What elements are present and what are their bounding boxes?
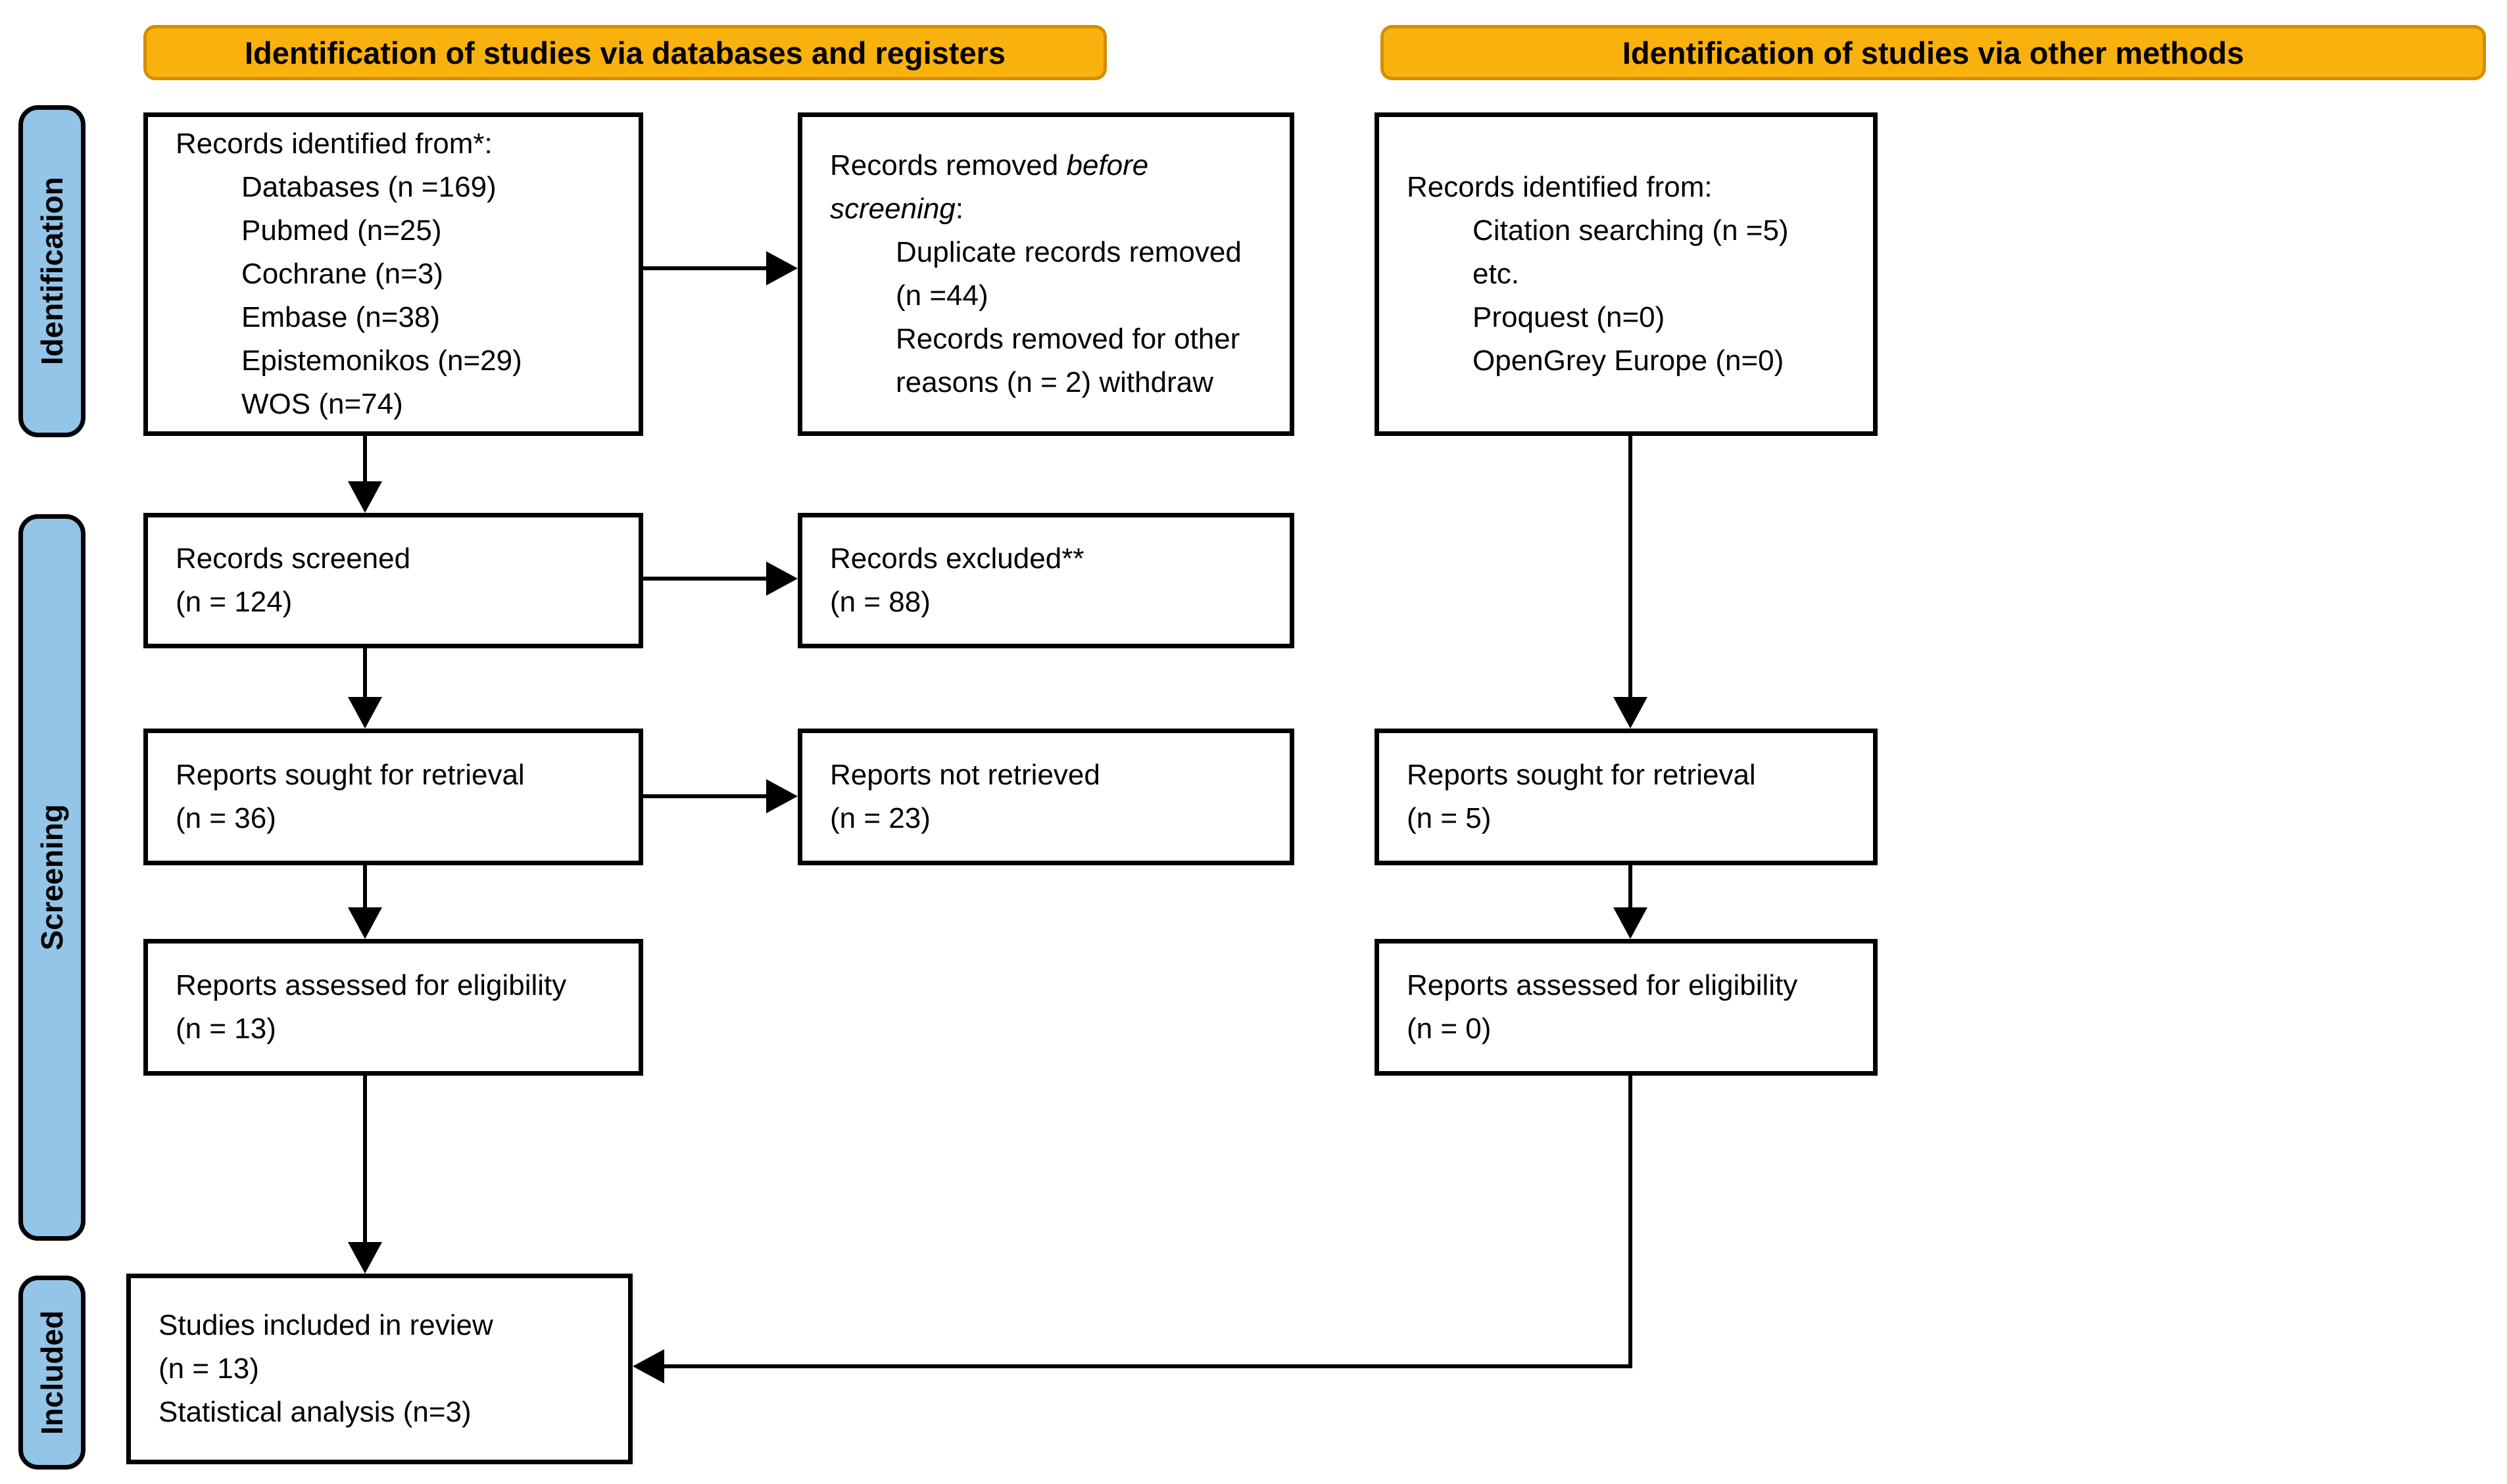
box-item: etc. bbox=[1473, 258, 1519, 290]
box-line: (n = 13) bbox=[176, 1013, 276, 1045]
box-item: WOS (n=74) bbox=[241, 388, 403, 420]
stage-screening-label: Screening bbox=[35, 804, 69, 951]
arrow-sought-to-assessed-line bbox=[363, 865, 367, 910]
box-title: Records identified from: bbox=[1407, 171, 1713, 203]
box-reports-assessed-databases: Reports assessed for eligibility (n = 13… bbox=[143, 939, 643, 1076]
box-line: Records excluded** bbox=[830, 542, 1084, 575]
stage-screening: Screening bbox=[18, 514, 85, 1241]
box-records-removed-before-screening: Records removed before screening: Duplic… bbox=[798, 112, 1294, 436]
arrow-assessed-to-included-head bbox=[348, 1242, 382, 1274]
box-line: Studies included in review bbox=[158, 1309, 493, 1341]
arrow-identified-to-screened-head bbox=[348, 481, 382, 513]
box-item: Pubmed (n=25) bbox=[241, 214, 442, 247]
box-item: Cochrane (n=3) bbox=[241, 258, 443, 290]
stage-included-label: Included bbox=[35, 1310, 69, 1435]
title-suffix: : bbox=[955, 193, 964, 225]
box-studies-included: Studies included in review (n = 13) Stat… bbox=[126, 1274, 633, 1464]
box-title: Records identified from*: bbox=[176, 128, 493, 160]
arrow-other-assessed-to-included-vline bbox=[1628, 1076, 1632, 1368]
arrow-other-identified-to-sought-line bbox=[1628, 436, 1632, 699]
banner-databases-registers: Identification of studies via databases … bbox=[143, 25, 1107, 80]
title-prefix: Records removed bbox=[830, 149, 1067, 181]
arrow-screened-to-sought-head bbox=[348, 697, 382, 729]
arrow-other-sought-to-assessed-line bbox=[1628, 865, 1632, 910]
stage-identification: Identification bbox=[18, 105, 85, 437]
arrow-identified-to-removed-head bbox=[766, 251, 798, 285]
box-item: Proquest (n=0) bbox=[1473, 301, 1665, 333]
title-italic: before screening bbox=[830, 149, 1149, 225]
box-records-identified-other-methods: Records identified from: Citation search… bbox=[1375, 112, 1878, 436]
box-line: (n = 124) bbox=[176, 586, 293, 618]
box-line: (n = 5) bbox=[1407, 802, 1492, 834]
arrow-sought-to-not-retrieved-head bbox=[766, 779, 798, 813]
box-line: (n = 0) bbox=[1407, 1013, 1492, 1045]
arrow-other-sought-to-assessed-head bbox=[1613, 907, 1647, 939]
arrow-other-assessed-to-included-head bbox=[633, 1349, 664, 1383]
box-records-excluded: Records excluded** (n = 88) bbox=[798, 513, 1294, 648]
arrow-screened-to-excluded-head bbox=[766, 562, 798, 596]
box-item: Embase (n=38) bbox=[241, 301, 441, 333]
box-item: Epistemonikos (n=29) bbox=[241, 345, 522, 377]
stage-identification-label: Identification bbox=[35, 177, 69, 366]
box-item: Records removed for other reasons (n = 2… bbox=[896, 323, 1240, 398]
box-item: OpenGrey Europe (n=0) bbox=[1473, 345, 1784, 377]
box-records-identified-databases: Records identified from*: Databases (n =… bbox=[143, 112, 643, 436]
box-item: Citation searching (n =5) bbox=[1473, 214, 1789, 247]
arrow-screened-to-excluded-line bbox=[643, 577, 768, 581]
arrow-sought-to-not-retrieved-line bbox=[643, 794, 768, 798]
box-line: Statistical analysis (n=3) bbox=[158, 1396, 472, 1428]
box-line: (n = 13) bbox=[158, 1352, 259, 1385]
banner-other-methods-label: Identification of studies via other meth… bbox=[1622, 35, 2245, 70]
box-line: Reports assessed for eligibility bbox=[176, 969, 567, 1001]
box-line: (n = 36) bbox=[176, 802, 276, 834]
arrow-other-assessed-to-included-hline bbox=[662, 1364, 1632, 1368]
banner-other-methods: Identification of studies via other meth… bbox=[1380, 25, 2486, 80]
box-title: Records removed before screening: bbox=[830, 144, 1270, 231]
arrow-screened-to-sought-line bbox=[363, 648, 367, 700]
box-item: Duplicate records removed (n =44) bbox=[896, 236, 1242, 312]
arrow-assessed-to-included-line bbox=[363, 1076, 367, 1245]
arrow-identified-to-removed-line bbox=[643, 266, 768, 270]
box-line: (n = 23) bbox=[830, 802, 931, 834]
banner-databases-registers-label: Identification of studies via databases … bbox=[244, 35, 1006, 70]
box-line: Reports sought for retrieval bbox=[1407, 759, 1756, 791]
box-reports-sought-databases: Reports sought for retrieval (n = 36) bbox=[143, 729, 643, 865]
box-records-screened: Records screened (n = 124) bbox=[143, 513, 643, 648]
box-reports-assessed-other-methods: Reports assessed for eligibility (n = 0) bbox=[1375, 939, 1878, 1076]
box-reports-sought-other-methods: Reports sought for retrieval (n = 5) bbox=[1375, 729, 1878, 865]
box-item: Databases (n =169) bbox=[241, 171, 497, 203]
box-line: Reports not retrieved bbox=[830, 759, 1100, 791]
arrow-sought-to-assessed-head bbox=[348, 907, 382, 939]
arrow-identified-to-screened-line bbox=[363, 436, 367, 485]
stage-included: Included bbox=[18, 1276, 85, 1470]
box-line: (n = 88) bbox=[830, 586, 931, 618]
arrow-other-identified-to-sought-head bbox=[1613, 697, 1647, 729]
box-line: Records screened bbox=[176, 542, 411, 575]
box-reports-not-retrieved: Reports not retrieved (n = 23) bbox=[798, 729, 1294, 865]
box-line: Reports assessed for eligibility bbox=[1407, 969, 1798, 1001]
box-line: Reports sought for retrieval bbox=[176, 759, 525, 791]
